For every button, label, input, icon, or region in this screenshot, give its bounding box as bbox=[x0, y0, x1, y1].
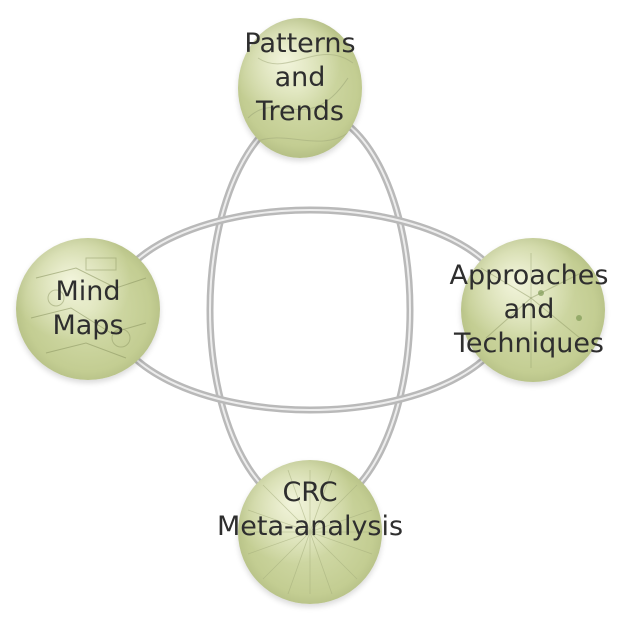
node-left-line-2: Maps bbox=[52, 310, 124, 341]
node-right-line-2: and bbox=[503, 294, 555, 325]
node-top-line-3: Trends bbox=[256, 96, 344, 127]
node-bottom-line-1: CRC bbox=[282, 477, 338, 508]
node-right-line-3: Techniques bbox=[453, 328, 605, 359]
node-right-line-1: Approaches bbox=[449, 260, 609, 291]
node-crc-meta-analysis: CRC Meta-analysis bbox=[217, 460, 403, 604]
node-top-line-2: and bbox=[274, 62, 326, 93]
node-bottom-line-2: Meta-analysis bbox=[216, 511, 404, 542]
node-approaches-and-techniques: Approaches and Techniques bbox=[450, 238, 608, 382]
vertical-ring bbox=[206, 106, 414, 514]
node-mind-maps: Mind Maps bbox=[16, 238, 160, 380]
node-patterns-and-trends: Patterns and Trends bbox=[238, 18, 362, 158]
node-top-line-1: Patterns bbox=[244, 28, 356, 59]
node-left-line-1: Mind bbox=[55, 276, 121, 307]
